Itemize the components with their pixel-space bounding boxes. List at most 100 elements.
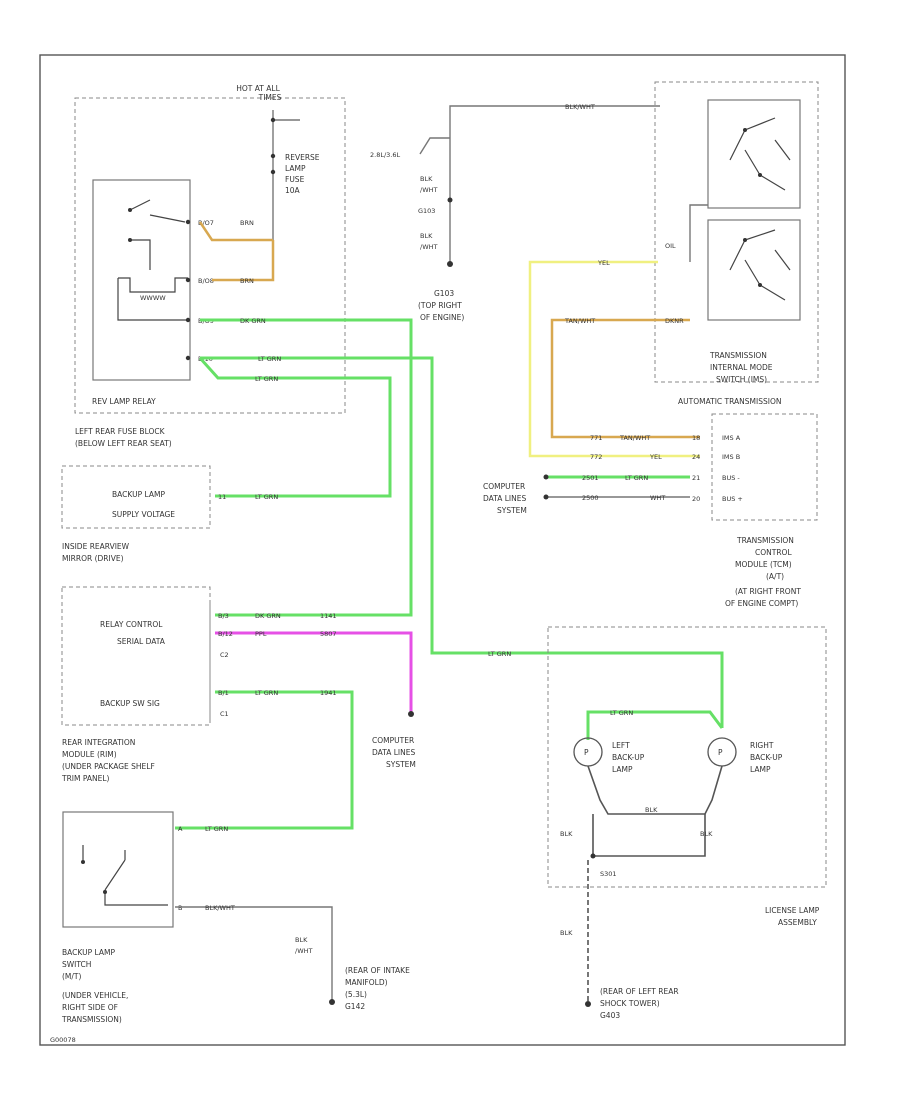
switch-node-2: [103, 890, 107, 894]
computer-lines-1-c: SYSTEM: [386, 760, 416, 769]
fuse-label-2: LAMP: [285, 164, 306, 173]
switch-ground-wire-1: BLK: [295, 936, 308, 944]
tcm-wire-1: TAN/WHT: [619, 434, 650, 442]
engine-ref: 2.8L/3.6L: [370, 151, 400, 159]
tcm-input-4: BUS +: [722, 495, 743, 503]
tcm-pin-3: 21: [692, 474, 700, 482]
blk-wht-top-label: BLK/WHT: [565, 103, 595, 111]
switch-name-5: RIGHT SIDE OF: [62, 1003, 118, 1012]
fuse-label-4: 10A: [285, 186, 301, 195]
fuse-block-outline: [74, 97, 346, 414]
switch-wire-b: BLK/WHT: [205, 904, 235, 912]
switch-ground-wire: [175, 906, 333, 1000]
relay-switch-symbol: [117, 199, 188, 321]
computer-data-node-1: [408, 711, 414, 717]
fuse-node-b: [270, 169, 276, 175]
relay-pin-3: [185, 317, 191, 323]
switch-ground-wire-2: /WHT: [295, 947, 313, 955]
rim-wire-dkgrn: DK GRN: [255, 612, 281, 620]
tan-wire-label: TAN/WHT: [564, 317, 595, 325]
diagram-frame: [39, 54, 846, 1046]
lamp-ground-wire-1: BLK: [560, 830, 573, 838]
switch-name-2: SWITCH: [62, 960, 91, 969]
g103-label-3: OF ENGINE): [420, 313, 464, 322]
switch-pin-a: A: [178, 825, 183, 833]
license-lamp-outline: [547, 626, 827, 888]
computer-lines-2-c: SYSTEM: [497, 506, 527, 515]
g142-ground: [329, 999, 335, 1005]
right-lamp-name-2: BACK-UP: [750, 753, 783, 762]
lt-grn-mirror-wire: [198, 356, 392, 498]
tcm-circuit-3: 2501: [582, 474, 599, 482]
lamp-ground-wires: [587, 765, 723, 856]
lt-grn-label-mid: LT GRN: [255, 375, 278, 383]
ims-node-3: [743, 238, 747, 242]
lamp-crossover-label: LT GRN: [610, 709, 633, 717]
rim-serial-data: SERIAL DATA: [117, 637, 166, 646]
ims-internal-wire: [689, 204, 708, 262]
left-lamp-name-1: LEFT: [612, 741, 630, 750]
tcm-wire-4: WHT: [650, 494, 665, 502]
bus-minus-node: [543, 474, 549, 480]
tcm-circuit-1: 771: [590, 434, 602, 442]
engine-ref-arrow: [419, 137, 450, 155]
rim-name-3: (UNDER PACKAGE SHELF: [62, 762, 155, 771]
right-lamp-name-1: RIGHT: [750, 741, 774, 750]
tcm-name-4: (A/T): [766, 572, 784, 581]
lt-grn-backup-sw-wire: [175, 690, 354, 830]
g103-wire-3: G103: [418, 207, 435, 215]
fuse-node-top: [270, 117, 276, 123]
yel-wire-label: YEL: [597, 259, 610, 267]
g403-label-1: (REAR OF LEFT REAR: [600, 987, 679, 996]
switch-node-1: [81, 860, 85, 864]
computer-lines-2-b: DATA LINES: [483, 494, 526, 503]
g103-gnd-wire-2: /WHT: [420, 243, 438, 251]
s301-splice: [590, 853, 596, 859]
g403-ground: [585, 1001, 591, 1007]
dknr-wire-label: DKNR: [665, 317, 684, 325]
rim-pin-2: B/12: [218, 630, 233, 638]
g142-label-3: (5.3L): [345, 990, 367, 999]
dk-grn-label-top: DK GRN: [240, 317, 266, 325]
computer-lines-2-a: COMPUTER: [483, 482, 525, 491]
tcm-name-5: (AT RIGHT FRONT: [735, 587, 801, 596]
rim-wire-1941: 1941: [320, 689, 337, 697]
hot-at-all-times-2: TIMES: [258, 93, 282, 102]
g103-wire-1: BLK: [420, 175, 433, 183]
g142-label-2: MANIFOLD): [345, 978, 388, 987]
tcm-name-1: TRANSMISSION: [736, 536, 794, 545]
ims-outline: [654, 81, 819, 383]
ims-switch-upper: [707, 99, 801, 209]
right-lamp-name-3: LAMP: [750, 765, 771, 774]
mirror-supply-label-2: SUPPLY VOLTAGE: [112, 510, 175, 519]
tcm-pin-2: 24: [692, 453, 700, 461]
rim-relay-control: RELAY CONTROL: [100, 620, 163, 629]
dk-grn-relay-control-wire: [200, 318, 413, 617]
fuse-block-name-2: (BELOW LEFT REAR SEAT): [75, 439, 172, 448]
right-lamp-glyph: P: [718, 748, 723, 757]
rim-name-2: MODULE (RIM): [62, 750, 117, 759]
tan-ims-wire: [550, 318, 700, 439]
mirror-supply-label: BACKUP LAMP: [112, 490, 165, 499]
computer-lines-1-a: COMPUTER: [372, 736, 414, 745]
left-lamp-glyph: P: [584, 748, 589, 757]
ims-name-1: TRANSMISSION: [709, 351, 767, 360]
tcm-pin-4: 20: [692, 495, 700, 503]
relay-node-1: [128, 208, 132, 212]
tcm-input-1: IMS A: [722, 434, 741, 442]
tcm-pin-1: 18: [692, 434, 700, 442]
ims-name-3: SWITCH (IMS): [716, 375, 767, 384]
auto-trans-label: AUTOMATIC TRANSMISSION: [678, 397, 781, 406]
fuse-label-3: FUSE: [285, 175, 305, 184]
mirror-outline: [61, 465, 211, 529]
mirror-wire-label: LT GRN: [255, 493, 278, 501]
relay-pin-label-1: B/O7: [198, 219, 214, 227]
rim-wire-ppl: PPL: [255, 630, 267, 638]
switch-wire-a: LT GRN: [205, 825, 228, 833]
rim-name-1: REAR INTEGRATION: [62, 738, 135, 747]
yel-ims-wire: [528, 260, 700, 458]
ims-contacts-upper: [729, 117, 791, 191]
relay-name: REV LAMP RELAY: [92, 397, 156, 406]
rim-pin-1: B/3: [218, 612, 229, 620]
